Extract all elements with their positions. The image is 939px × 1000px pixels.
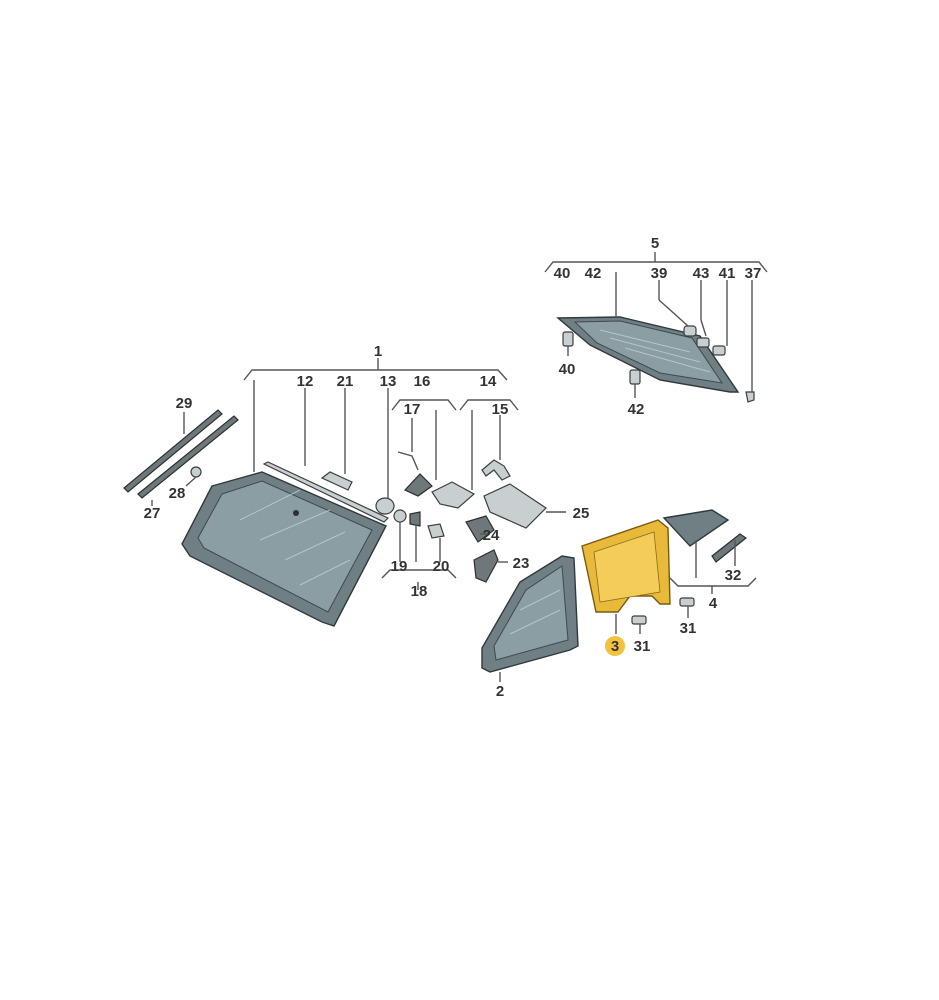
callout-40-top: 40 — [554, 265, 571, 282]
trim-strips — [123, 409, 239, 506]
callout-23: 23 — [513, 555, 530, 572]
callout-17: 17 — [404, 401, 421, 418]
part-19b[interactable] — [409, 511, 421, 527]
clip-39[interactable] — [683, 325, 697, 337]
part-19[interactable] — [393, 509, 407, 523]
part-21[interactable] — [320, 471, 353, 491]
trim-strip-27[interactable] — [137, 415, 239, 499]
front-door-glass-group — [481, 555, 579, 682]
callout-42-top: 42 — [585, 265, 602, 282]
callout-18: 18 — [411, 583, 428, 600]
bracket-15[interactable] — [481, 459, 511, 481]
trim-strip-29[interactable] — [123, 409, 223, 493]
callout-4: 4 — [709, 595, 718, 612]
callout-1: 1 — [374, 343, 382, 360]
windshield-seal[interactable] — [262, 461, 390, 523]
rear-door-glass-group — [581, 519, 671, 634]
quarter-seal-32[interactable] — [711, 533, 748, 563]
windshield-group — [181, 358, 566, 627]
sensor-17[interactable] — [403, 473, 433, 497]
callout-43: 43 — [693, 265, 710, 282]
clip-37[interactable] — [745, 391, 755, 403]
callout-32: 32 — [725, 567, 742, 584]
callout-labels: 5 40 42 39 43 41 37 40 42 1 12 21 13 16 … — [144, 235, 762, 700]
callout-2: 2 — [496, 683, 504, 700]
quarter-glass-group — [662, 509, 757, 618]
clip-28[interactable] — [190, 466, 202, 478]
callout-27: 27 — [144, 505, 161, 522]
part-23[interactable] — [473, 549, 499, 583]
callout-41: 41 — [719, 265, 736, 282]
callout-28: 28 — [169, 485, 186, 502]
callout-31: 31 — [634, 638, 651, 655]
cover-25[interactable] — [483, 483, 547, 529]
callout-21: 21 — [337, 373, 354, 390]
callout-3: 3 — [611, 638, 619, 655]
clip-4[interactable] — [679, 597, 695, 607]
clip-31[interactable] — [631, 615, 647, 625]
callout-42: 42 — [628, 401, 645, 418]
quarter-glass[interactable] — [662, 509, 730, 547]
callout-14: 14 — [480, 373, 497, 390]
callout-25: 25 — [573, 505, 590, 522]
callout-19: 19 — [391, 558, 408, 575]
callout-15: 15 — [492, 401, 509, 418]
rear-window-group — [544, 252, 768, 403]
part-24[interactable] — [465, 515, 495, 543]
part-13[interactable] — [375, 497, 395, 515]
cover-16[interactable] — [431, 481, 476, 509]
holder-40[interactable] — [562, 331, 574, 347]
callout-31-right: 31 — [680, 620, 697, 637]
callout-3-badge — [605, 636, 625, 656]
part-20[interactable] — [427, 523, 445, 539]
callout-20: 20 — [433, 558, 450, 575]
callout-24: 24 — [483, 527, 500, 544]
clip-43[interactable] — [696, 337, 710, 348]
callout-40: 40 — [559, 361, 576, 378]
callout-39: 39 — [651, 265, 668, 282]
callout-5: 5 — [651, 235, 659, 252]
holder-42[interactable] — [629, 369, 641, 385]
callout-29: 29 — [176, 395, 193, 412]
callout-37: 37 — [745, 265, 762, 282]
clip-41[interactable] — [712, 345, 726, 356]
callout-12: 12 — [297, 373, 314, 390]
callout-13: 13 — [380, 373, 397, 390]
callout-16: 16 — [414, 373, 431, 390]
